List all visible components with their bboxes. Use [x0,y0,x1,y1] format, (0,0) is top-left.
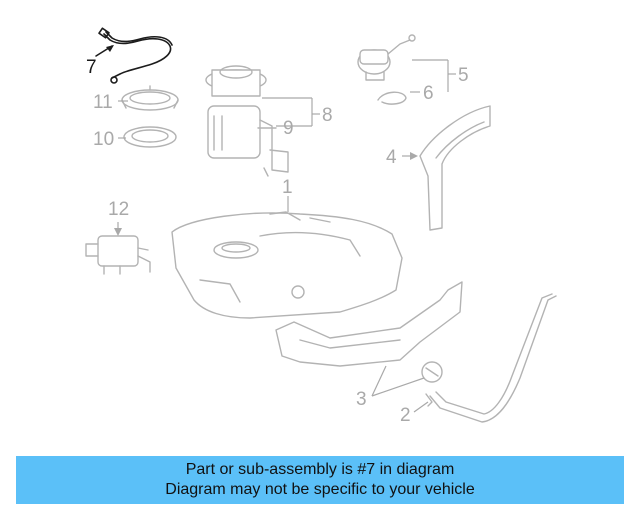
callout-4: 4 [386,147,397,168]
part-12-fuel-filter [85,222,151,275]
callout-10: 10 [93,129,114,150]
callout-5: 5 [458,65,469,86]
part-11-lock-ring [118,85,179,111]
callout-3: 3 [356,389,367,410]
banner-line-1: Part or sub-assembly is #7 in diagram [185,461,455,478]
part-3-shields [275,281,463,383]
callout-2: 2 [400,405,411,426]
banner-line-2: Diagram may not be specific to your vehi… [165,481,475,498]
part-1-fuel-tank [171,196,403,319]
callout-7: 7 [86,57,97,78]
info-banner: Part or sub-assembly is #7 in diagram Di… [16,456,624,504]
callout-1: 1 [282,177,293,198]
part-10-seal [118,126,177,148]
part-2-tank-strap [425,293,557,423]
parts-diagram: 7 11 10 12 8 9 [85,27,557,426]
part-4-heat-shield [419,105,491,231]
callout-8: 8 [322,105,333,126]
part-8-fuel-pump [205,65,289,177]
callout-11: 11 [93,92,113,113]
callout-12: 12 [108,199,129,220]
callout-6: 6 [423,83,434,104]
part-6-retaining-ring [377,91,407,105]
part-7-wiring-harness[interactable] [95,27,173,84]
callout-9: 9 [283,118,294,139]
part-5-filler-cap [357,34,416,81]
